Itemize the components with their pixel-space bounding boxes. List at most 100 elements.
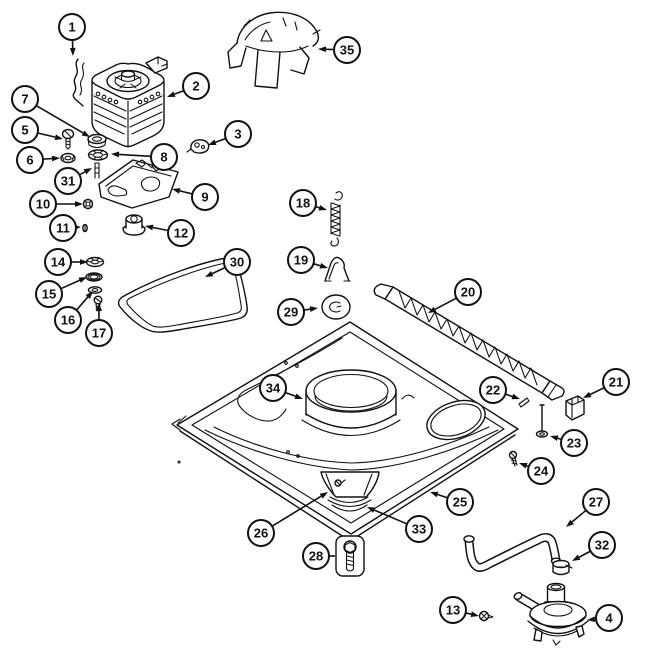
callout-13[interactable]: 13 [440, 597, 479, 623]
part-8-ring [89, 150, 108, 160]
callout-19[interactable]: 19 [288, 247, 328, 273]
callout-label: 9 [201, 190, 208, 205]
part-6-nut [61, 154, 75, 163]
callout-circle[interactable] [12, 86, 38, 112]
callout-16[interactable]: 16 [55, 291, 93, 333]
callout-18[interactable]: 18 [290, 190, 327, 216]
callout-31[interactable]: 31 [55, 168, 92, 194]
part-26-33-funnel [321, 472, 379, 511]
callout-circle[interactable] [86, 320, 112, 346]
callout-label: 22 [486, 383, 500, 398]
callout-circle[interactable] [406, 516, 432, 542]
callout-circle[interactable] [334, 37, 360, 63]
callout-circle[interactable] [36, 281, 62, 307]
callout-label: 2 [192, 79, 199, 94]
callout-2[interactable]: 2 [167, 73, 209, 99]
part-27-hose [464, 536, 561, 568]
callout-label: 1 [68, 20, 75, 35]
callout-11[interactable]: 11 [50, 215, 81, 241]
callout-label: 27 [589, 495, 603, 510]
part-15-washer [86, 273, 102, 281]
callout-20[interactable]: 20 [428, 279, 481, 313]
callout-circle[interactable] [589, 532, 615, 558]
callout-circle[interactable] [480, 377, 506, 403]
part-10-nut [84, 200, 93, 209]
callout-circle[interactable] [248, 520, 274, 546]
callout-26[interactable]: 26 [248, 492, 328, 546]
callout-circle[interactable] [455, 279, 481, 305]
callout-circle[interactable] [168, 220, 194, 246]
part-4-pump [513, 584, 588, 646]
callout-circle[interactable] [55, 307, 81, 333]
callout-15[interactable]: 15 [36, 277, 87, 307]
callout-label: 15 [42, 287, 56, 302]
callout-21[interactable]: 21 [583, 369, 629, 398]
callout-circle[interactable] [30, 191, 56, 217]
callout-9[interactable]: 9 [172, 184, 218, 210]
callout-circle[interactable] [440, 597, 466, 623]
callout-circle[interactable] [447, 489, 473, 515]
part-19-clip [325, 257, 350, 281]
callout-6[interactable]: 6 [17, 147, 60, 173]
callout-circle[interactable] [303, 543, 329, 569]
callout-circle[interactable] [225, 121, 251, 147]
part-34-center-ring [302, 370, 400, 436]
callout-label: 13 [446, 603, 460, 618]
part-29-ring [322, 295, 350, 319]
part-35-shroud [228, 12, 320, 88]
callout-22[interactable]: 22 [480, 377, 520, 403]
callout-circle[interactable] [45, 249, 71, 275]
callout-circle[interactable] [192, 184, 218, 210]
callout-circle[interactable] [603, 369, 629, 395]
callout-24[interactable]: 24 [519, 458, 554, 484]
callout-circle[interactable] [50, 215, 76, 241]
callout-circle[interactable] [583, 489, 609, 515]
part-31-pin [95, 163, 99, 178]
callout-14[interactable]: 14 [45, 249, 88, 275]
callout-25[interactable]: 25 [430, 489, 473, 515]
callout-30[interactable]: 30 [205, 249, 250, 277]
callout-circle[interactable] [59, 14, 85, 40]
callout-circle[interactable] [596, 605, 622, 631]
callout-27[interactable]: 27 [566, 489, 609, 527]
callout-23[interactable]: 23 [550, 430, 587, 456]
callout-circle[interactable] [290, 190, 316, 216]
callout-circle[interactable] [17, 147, 43, 173]
callout-10[interactable]: 10 [30, 191, 83, 217]
callout-3[interactable]: 3 [208, 121, 251, 147]
callout-7[interactable]: 7 [12, 86, 90, 137]
callout-17[interactable]: 17 [86, 303, 112, 346]
callout-32[interactable]: 32 [572, 532, 615, 561]
callout-label: 30 [230, 255, 244, 270]
callout-label: 21 [609, 375, 623, 390]
callout-35[interactable]: 35 [318, 37, 360, 63]
callout-label: 34 [266, 381, 281, 396]
part-5-screw [63, 130, 74, 150]
callout-circle[interactable] [12, 117, 38, 143]
callout-circle[interactable] [151, 144, 177, 170]
callout-circle[interactable] [288, 247, 314, 273]
callout-34[interactable]: 34 [260, 375, 303, 401]
callout-circle[interactable] [260, 375, 286, 401]
callout-circle[interactable] [183, 73, 209, 99]
callout-circle[interactable] [528, 458, 554, 484]
callout-12[interactable]: 12 [145, 220, 194, 246]
part-20-brace [374, 284, 564, 400]
callout-4[interactable]: 4 [587, 605, 622, 631]
callout-label: 8 [160, 150, 167, 165]
callout-28[interactable]: 28 [303, 543, 335, 569]
callout-circle[interactable] [561, 430, 587, 456]
callout-label: 5 [21, 123, 28, 138]
callout-circle[interactable] [224, 249, 250, 275]
callout-33[interactable]: 33 [367, 507, 432, 542]
callout-circle[interactable] [278, 299, 304, 325]
callout-1[interactable]: 1 [59, 14, 85, 56]
callout-8[interactable]: 8 [111, 144, 177, 170]
part-24-screw [510, 452, 518, 467]
callout-circle[interactable] [55, 168, 81, 194]
callout-label: 10 [36, 197, 50, 212]
callout-5[interactable]: 5 [12, 117, 63, 143]
callout-label: 18 [296, 196, 310, 211]
callout-29[interactable]: 29 [278, 299, 318, 325]
